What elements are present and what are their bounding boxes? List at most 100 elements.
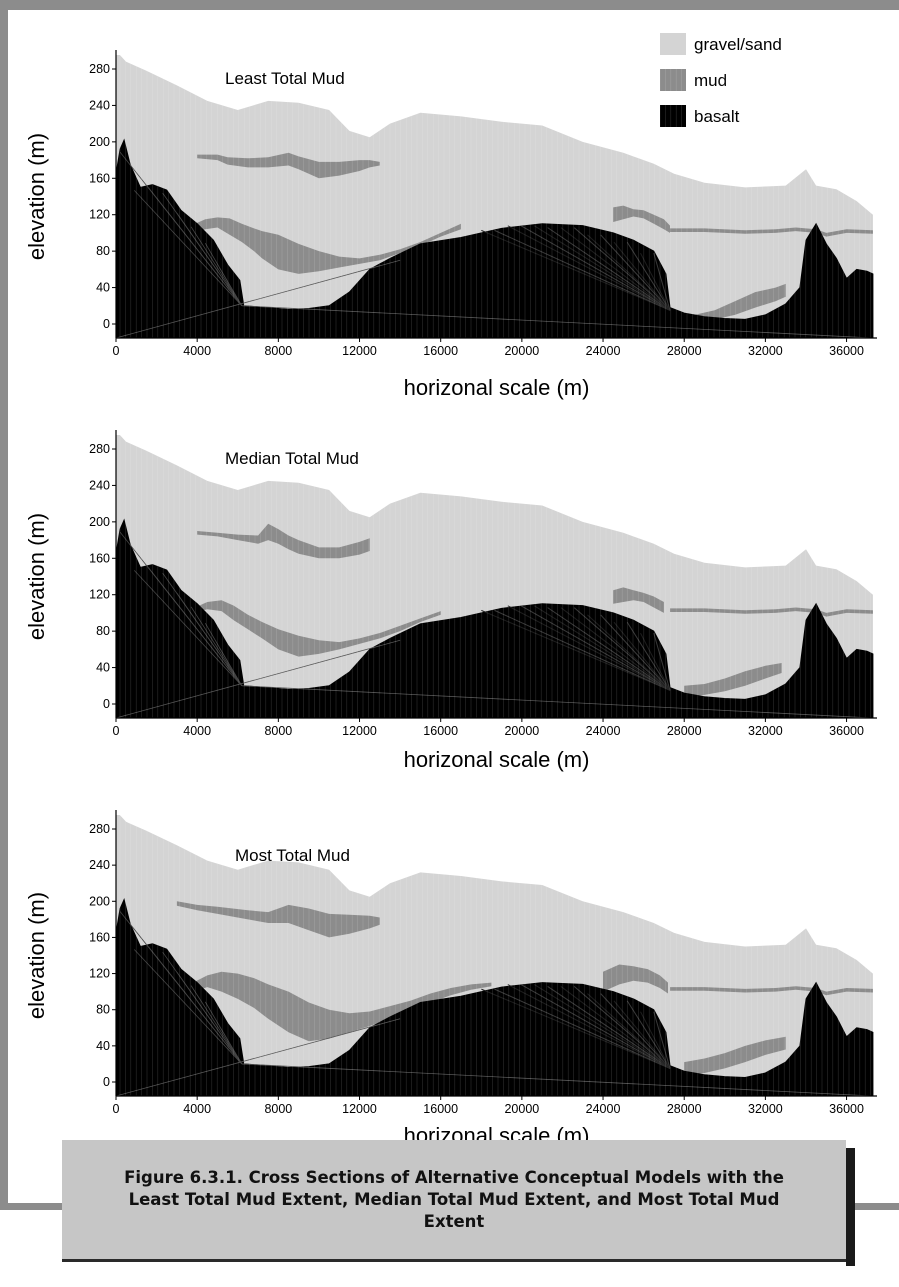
y-tick-label: 40 bbox=[96, 661, 110, 675]
basalt-shade-line bbox=[573, 986, 671, 1069]
basalt-shade-line bbox=[241, 1063, 873, 1096]
y-tick-label: 280 bbox=[89, 822, 110, 836]
x-tick-label: 28000 bbox=[667, 1102, 702, 1116]
y-tick-label: 200 bbox=[89, 135, 110, 149]
mud-band bbox=[197, 523, 370, 559]
basalt-shade-line bbox=[116, 1018, 401, 1096]
basalt-shade-line bbox=[600, 614, 671, 691]
basalt-shade-line bbox=[640, 252, 671, 311]
y-axis-label: elevation (m) bbox=[24, 133, 49, 260]
x-tick-label: 36000 bbox=[829, 1102, 864, 1116]
y-tick-label: 280 bbox=[89, 442, 110, 456]
basalt-shade-line bbox=[148, 946, 243, 1065]
basalt-shade-line bbox=[116, 259, 401, 338]
basalt-shade-line bbox=[507, 984, 671, 1069]
panel-title: Median Total Mud bbox=[225, 449, 359, 468]
y-tick-label: 40 bbox=[96, 1039, 110, 1053]
figure-frame-left bbox=[0, 0, 8, 1210]
x-tick-label: 4000 bbox=[183, 344, 211, 358]
x-tick-label: 32000 bbox=[748, 724, 783, 738]
panel-title: Least Total Mud bbox=[225, 69, 345, 88]
y-tick-label: 160 bbox=[89, 930, 110, 944]
y-tick-label: 200 bbox=[89, 515, 110, 529]
x-tick-label: 28000 bbox=[667, 344, 702, 358]
mud-band bbox=[613, 205, 670, 233]
y-tick-label: 80 bbox=[96, 1003, 110, 1017]
basalt-shade-line bbox=[219, 1026, 243, 1065]
basalt-shade-line bbox=[534, 984, 671, 1069]
y-tick-label: 0 bbox=[103, 697, 110, 711]
y-tick-label: 80 bbox=[96, 244, 110, 258]
basalt-shade-line bbox=[560, 986, 671, 1069]
legend-label: basalt bbox=[694, 107, 740, 126]
y-tick-label: 280 bbox=[89, 62, 110, 76]
caption-shadow bbox=[846, 1148, 855, 1266]
mud-band bbox=[670, 227, 873, 237]
basalt-shade-line bbox=[653, 253, 671, 311]
mud-band bbox=[613, 587, 664, 613]
y-tick-label: 240 bbox=[89, 858, 110, 872]
y-tick-label: 0 bbox=[103, 1075, 110, 1089]
basalt-shade-line bbox=[176, 971, 243, 1065]
figure-caption-box: Figure 6.3.1. Cross Sections of Alternat… bbox=[62, 1140, 846, 1262]
x-tick-label: 24000 bbox=[586, 344, 621, 358]
y-tick-label: 200 bbox=[89, 894, 110, 908]
legend-swatch-gravel-sand bbox=[660, 33, 686, 55]
mud-band bbox=[176, 901, 380, 938]
x-tick-label: 0 bbox=[113, 724, 120, 738]
y-tick-label: 80 bbox=[96, 624, 110, 638]
panel-title: Most Total Mud bbox=[235, 846, 350, 865]
basalt-shade-line bbox=[600, 993, 671, 1069]
mud-band bbox=[694, 283, 786, 323]
basalt-shade-line bbox=[481, 229, 671, 311]
x-tick-label: 20000 bbox=[504, 344, 539, 358]
basalt-shade-line bbox=[573, 607, 671, 691]
basalt-shade-line bbox=[534, 605, 671, 691]
y-tick-label: 240 bbox=[89, 478, 110, 492]
basalt-shade-line bbox=[560, 227, 671, 311]
basalt-shade-line bbox=[481, 988, 671, 1069]
basalt-shade-line bbox=[219, 267, 243, 306]
x-tick-label: 20000 bbox=[504, 724, 539, 738]
y-tick-label: 120 bbox=[89, 208, 110, 222]
basalt-shade-line bbox=[494, 229, 671, 311]
basalt-shade-line bbox=[560, 607, 671, 691]
x-tick-label: 28000 bbox=[667, 724, 702, 738]
basalt-shade-line bbox=[241, 685, 873, 718]
y-tick-label: 160 bbox=[89, 171, 110, 185]
basalt-shade-line bbox=[494, 609, 671, 691]
basalt-shade-line bbox=[219, 647, 243, 686]
y-tick-label: 0 bbox=[103, 317, 110, 331]
x-tick-label: 24000 bbox=[586, 724, 621, 738]
basalt-shade-line bbox=[520, 225, 671, 311]
basalt-shade-line bbox=[190, 985, 243, 1065]
basalt-shade-line bbox=[241, 305, 873, 338]
x-tick-label: 36000 bbox=[829, 344, 864, 358]
basalt-shade-line bbox=[626, 1000, 671, 1069]
y-axis-label: elevation (m) bbox=[24, 892, 49, 1019]
figure-frame-top bbox=[0, 0, 899, 10]
basalt-shade-line bbox=[481, 609, 671, 691]
x-tick-label: 36000 bbox=[829, 724, 864, 738]
mud-band bbox=[670, 607, 873, 617]
mud-band bbox=[193, 600, 441, 657]
x-tick-label: 8000 bbox=[264, 1102, 292, 1116]
x-tick-label: 12000 bbox=[342, 724, 377, 738]
x-tick-label: 12000 bbox=[342, 1102, 377, 1116]
basalt-shade-line bbox=[547, 607, 671, 691]
x-tick-label: 8000 bbox=[264, 724, 292, 738]
x-tick-label: 0 bbox=[113, 1102, 120, 1116]
mud-band bbox=[197, 152, 380, 179]
basalt-shade-line bbox=[626, 621, 671, 691]
basalt-shade-line bbox=[534, 225, 671, 311]
basalt-shade-line bbox=[613, 621, 671, 691]
basalt-shade-line bbox=[520, 984, 671, 1069]
basalt-shade-line bbox=[507, 225, 671, 311]
x-tick-label: 16000 bbox=[423, 724, 458, 738]
y-tick-label: 240 bbox=[89, 98, 110, 112]
basalt-shade-line bbox=[148, 567, 243, 687]
x-tick-label: 0 bbox=[113, 344, 120, 358]
basalt-shade-line bbox=[133, 949, 243, 1065]
